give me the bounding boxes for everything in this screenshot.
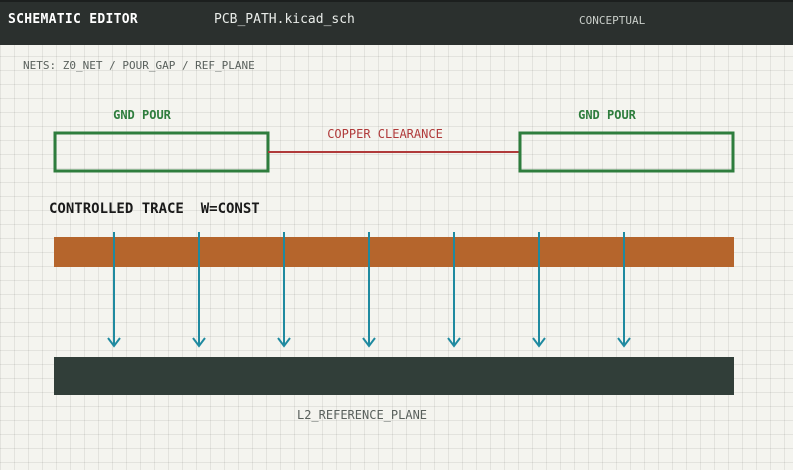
- gnd-pour-right-label: GND POUR: [578, 108, 637, 122]
- copper-clearance-label: COPPER CLEARANCE: [327, 127, 443, 141]
- mode-indicator: CONCEPTUAL: [579, 14, 646, 27]
- controlled-trace[interactable]: [54, 237, 734, 267]
- field-arrows: [107, 232, 631, 348]
- title-bar: SCHEMATIC EDITOR PCB_PATH.kicad_sch CONC…: [0, 0, 793, 45]
- field-arrow: [532, 232, 546, 348]
- field-arrow: [362, 232, 376, 348]
- field-arrow: [617, 232, 631, 348]
- gnd-pour-left[interactable]: [53, 131, 270, 173]
- field-arrow: [277, 232, 291, 348]
- reference-plane-label: L2_REFERENCE_PLANE: [297, 408, 427, 422]
- gnd-pour-left-label: GND POUR: [113, 108, 172, 122]
- file-name-tab[interactable]: PCB_PATH.kicad_sch: [214, 12, 355, 27]
- reference-plane[interactable]: [54, 357, 734, 395]
- app-title: SCHEMATIC EDITOR: [8, 12, 139, 27]
- nets-list: NETS: Z0_NET / POUR_GAP / REF_PLANE: [23, 59, 255, 72]
- field-arrow: [192, 232, 206, 348]
- gnd-pour-right[interactable]: [518, 131, 735, 173]
- field-arrow: [447, 232, 461, 348]
- controlled-trace-label: CONTROLLED TRACE W=CONST: [49, 201, 260, 217]
- field-arrow: [107, 232, 121, 348]
